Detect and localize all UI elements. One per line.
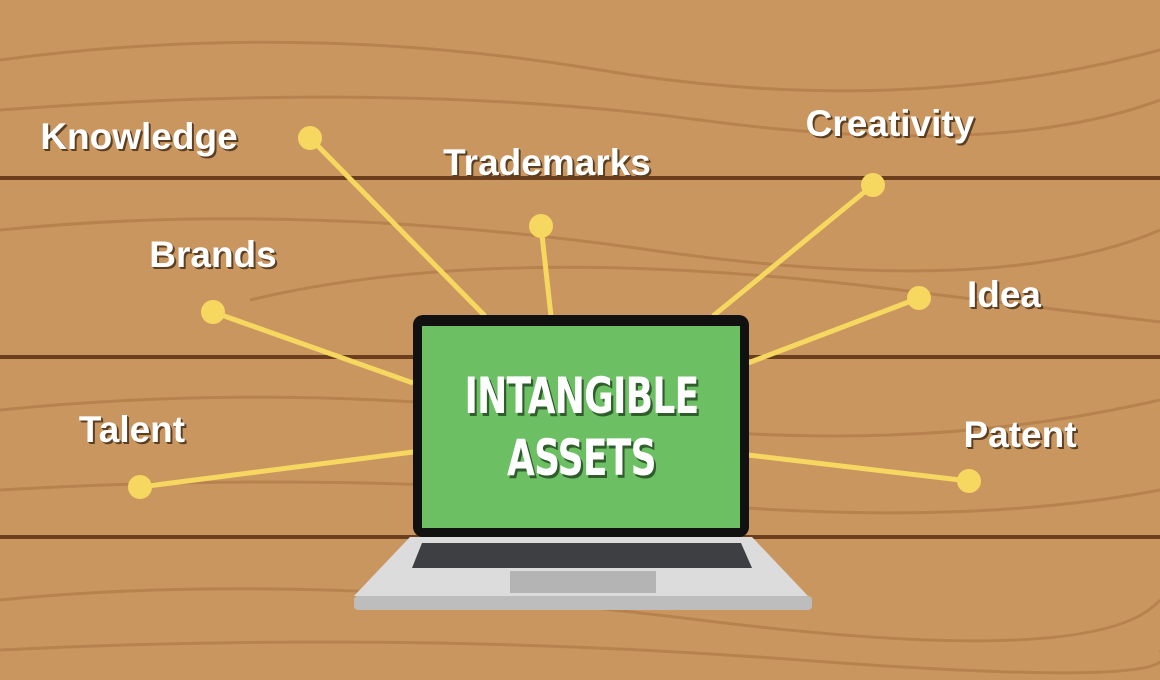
label-patent: Patent <box>963 414 1077 455</box>
dot-knowledge <box>298 126 322 150</box>
screen-title: INTANGIBLE ASSETS <box>422 326 740 528</box>
connector-patent <box>747 452 970 484</box>
dot-patent <box>957 469 981 493</box>
label-knowledge: Knowledge <box>40 116 238 157</box>
label-idea: Idea <box>966 274 1042 315</box>
connector-knowledge <box>308 136 487 318</box>
laptop <box>354 315 812 610</box>
laptop-base-edge <box>354 596 812 610</box>
screen-title-line2: ASSETS <box>506 429 657 487</box>
dot-talent <box>128 475 152 499</box>
label-talent: Talent <box>78 409 186 450</box>
label-trademarks: Trademarks <box>443 142 651 183</box>
dot-idea <box>907 286 931 310</box>
connector-idea <box>747 295 920 366</box>
dot-creativity <box>861 173 885 197</box>
connector-brands <box>212 309 414 386</box>
plank-line <box>0 176 1160 180</box>
label-brands: Brands <box>149 234 277 275</box>
connectors <box>128 126 981 499</box>
trackpad <box>510 571 656 593</box>
dot-brands <box>201 300 225 324</box>
screen-title-line1: INTANGIBLE <box>464 367 699 425</box>
dot-trademarks <box>529 214 553 238</box>
label-creativity: Creativity <box>805 103 975 144</box>
keyboard <box>412 543 752 568</box>
connector-trademarks <box>538 225 554 317</box>
laptop-screen <box>422 326 740 528</box>
connector-talent <box>139 449 414 490</box>
connector-creativity <box>711 183 875 318</box>
